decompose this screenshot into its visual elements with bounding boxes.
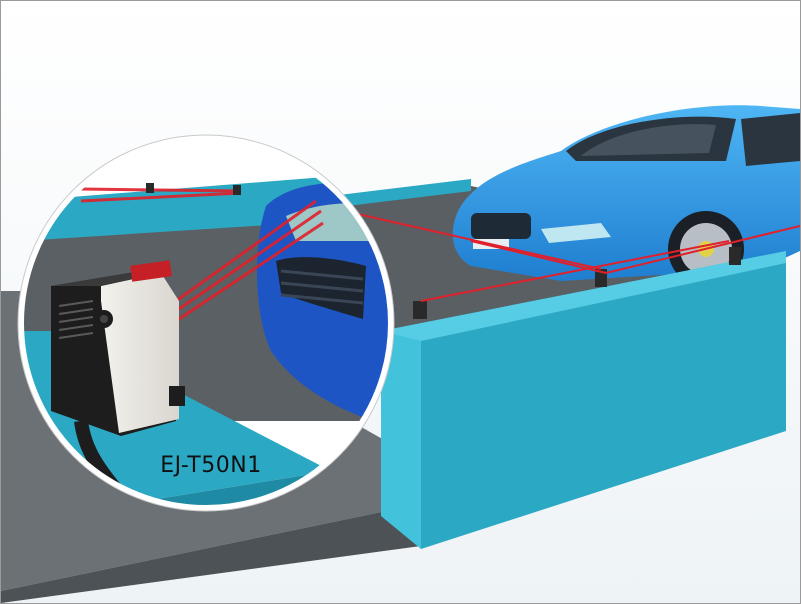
back-wall — [331, 179, 471, 208]
car-grille — [471, 213, 531, 239]
magnifier-circle — [17, 134, 395, 512]
sensor-small-1 — [413, 301, 427, 319]
sensor-small-3 — [729, 247, 741, 265]
laser-beam — [330, 207, 800, 302]
photoelectric-sensor-icon — [51, 260, 185, 508]
model-label: EJ-T50N1 — [160, 453, 262, 478]
